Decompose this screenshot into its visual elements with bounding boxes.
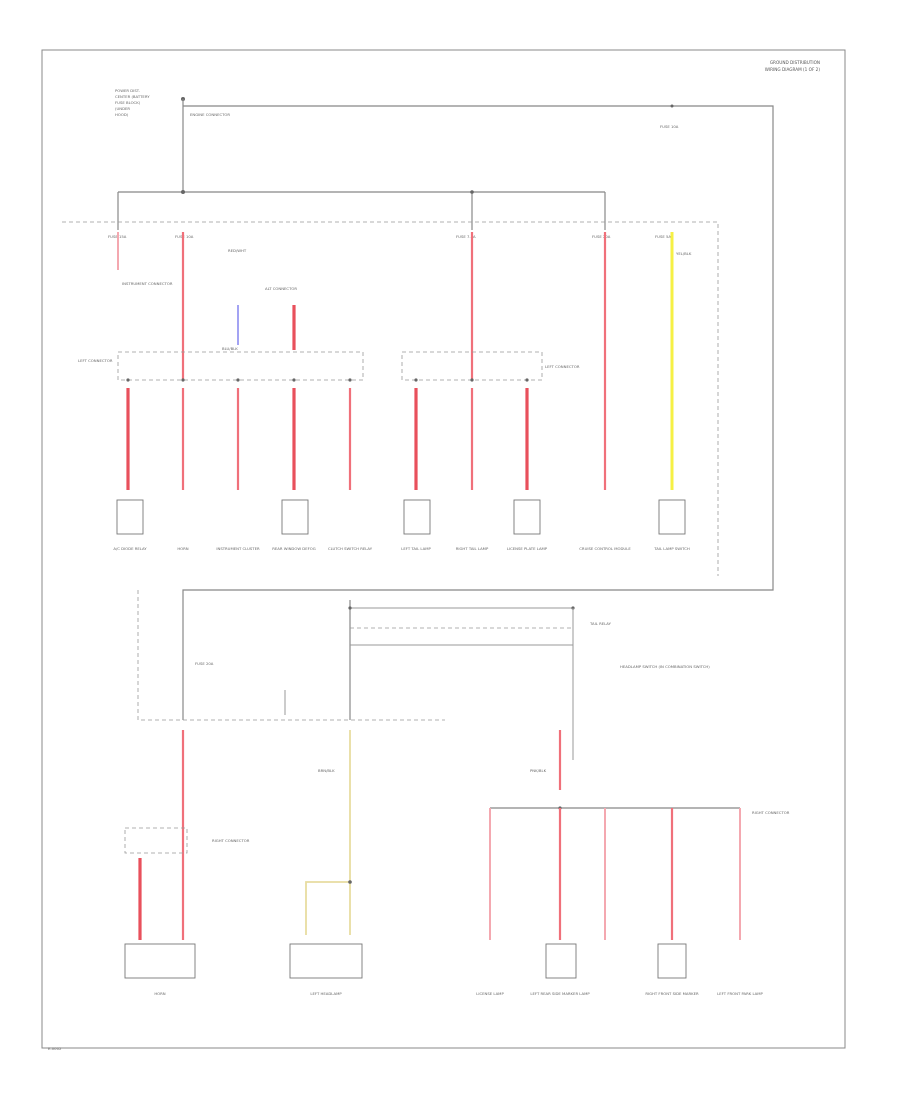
blue-wire-label: BLU/BLK xyxy=(222,346,238,351)
alt-connector-label: ALT CONNECTOR xyxy=(265,286,297,291)
header-line2: WIRING DIAGRAM (1 OF 2) xyxy=(765,67,821,72)
fuse-label-4: FUSE 20A xyxy=(592,234,611,239)
splice-dot xyxy=(670,104,674,108)
svg-text:LICENSE PLATE LAMP: LICENSE PLATE LAMP xyxy=(507,546,548,551)
svg-text:CENTER (BATTERY: CENTER (BATTERY xyxy=(115,94,150,99)
svg-text:INSTRUMENT CLUSTER: INSTRUMENT CLUSTER xyxy=(216,546,260,551)
diagram-frame xyxy=(41,49,846,1049)
fuse-block-outline xyxy=(62,221,719,576)
comp-left-tail-lamp xyxy=(403,499,431,535)
wire-code-main: RED/WHT xyxy=(228,248,247,253)
connector-nodes xyxy=(126,378,529,382)
left-connector-box xyxy=(117,351,364,381)
footer-code: E-0002 xyxy=(48,1046,62,1051)
fuse1-connector-label: INSTRUMENT CONNECTOR xyxy=(122,281,173,286)
right-connector-label: LEFT CONNECTOR xyxy=(545,364,580,369)
svg-text:LICENSE LAMP: LICENSE LAMP xyxy=(476,991,504,996)
svg-text:LEFT FRONT PARK LAMP: LEFT FRONT PARK LAMP xyxy=(717,991,763,996)
fuse-label-2: FUSE 10A xyxy=(175,234,194,239)
bottom-component-row: HORN LEFT HEADLAMP LICENSE LAMP LEFT REA… xyxy=(124,943,764,996)
svg-text:CRUISE CONTROL MODULE: CRUISE CONTROL MODULE xyxy=(579,546,631,551)
tan-branch-wire xyxy=(305,881,350,935)
top-component-row: A/C DIODE RELAY HORN INSTRUMENT CLUSTER … xyxy=(113,499,690,551)
fuse-label-3: FUSE 7.5A xyxy=(456,234,476,239)
svg-text:POWER DIST.: POWER DIST. xyxy=(115,88,140,93)
comp-license-lamp xyxy=(513,499,541,535)
svg-text:LEFT HEADLAMP: LEFT HEADLAMP xyxy=(310,991,342,996)
comp-rear-window-defog xyxy=(281,499,309,535)
bus-splice xyxy=(181,190,185,194)
comp-ac-diode-relay xyxy=(116,499,144,535)
svg-text:(UNDER: (UNDER xyxy=(115,106,130,111)
fuse-label-upper-right: FUSE 10A xyxy=(660,124,679,129)
yellow-wire-label: YEL/BLK xyxy=(676,251,692,256)
svg-text:HORN: HORN xyxy=(154,991,165,996)
tan-splice xyxy=(348,880,352,884)
svg-text:CLUTCH SWITCH RELAY: CLUTCH SWITCH RELAY xyxy=(328,546,373,551)
left-connector-label: LEFT CONNECTOR xyxy=(78,358,113,363)
comp-tail-lamp-switch xyxy=(658,499,686,535)
svg-text:LEFT REAR SIDE MARKER LAMP: LEFT REAR SIDE MARKER LAMP xyxy=(530,991,590,996)
headlamp-switch-label: HEADLAMP SWITCH (IN COMBINATION SWITCH) xyxy=(620,664,710,669)
svg-text:RIGHT FRONT SIDE MARKER: RIGHT FRONT SIDE MARKER xyxy=(645,991,699,996)
svg-text:A/C DIODE RELAY: A/C DIODE RELAY xyxy=(113,546,147,551)
engine-connector-label: ENGINE CONNECTOR xyxy=(190,112,230,117)
svg-text:LEFT TAIL LAMP: LEFT TAIL LAMP xyxy=(401,546,431,551)
mid-fuse-label: FUSE 20A xyxy=(195,661,214,666)
fuse-label-5: FUSE 5A xyxy=(655,234,671,239)
tail-relay-label: TAIL RELAY xyxy=(589,621,612,626)
power-source-label: POWER DIST. CENTER (BATTERY FUSE BLOCK) … xyxy=(115,88,150,117)
svg-text:RIGHT TAIL LAMP: RIGHT TAIL LAMP xyxy=(456,546,489,551)
tan-wire-label: BRN/BLK xyxy=(318,768,335,773)
bottom-left-connector-label: RIGHT CONNECTOR xyxy=(212,838,250,843)
bus-splice-2 xyxy=(470,190,474,194)
svg-text:HOOD): HOOD) xyxy=(115,112,129,117)
comp-horn-bottom xyxy=(124,943,196,979)
svg-text:FUSE BLOCK): FUSE BLOCK) xyxy=(115,100,141,105)
svg-text:HORN: HORN xyxy=(177,546,188,551)
switch-region-outline xyxy=(137,590,445,721)
comp-left-headlamp xyxy=(289,943,363,979)
comp-right-front-marker xyxy=(657,943,687,979)
pink-wire-label: PNK/BLK xyxy=(530,768,547,773)
bottom-right-connector-label: RIGHT CONNECTOR xyxy=(752,810,790,815)
svg-text:TAIL LAMP SWITCH: TAIL LAMP SWITCH xyxy=(653,546,690,551)
svg-text:REAR WINDOW DEFOG: REAR WINDOW DEFOG xyxy=(272,546,316,551)
outer-loop-wire xyxy=(182,105,774,720)
header-line1: GROUND DISTRIBUTION xyxy=(770,60,820,65)
bottom-left-connector-box xyxy=(124,827,188,854)
comp-left-rear-marker xyxy=(545,943,577,979)
relay-node-1 xyxy=(348,606,352,610)
